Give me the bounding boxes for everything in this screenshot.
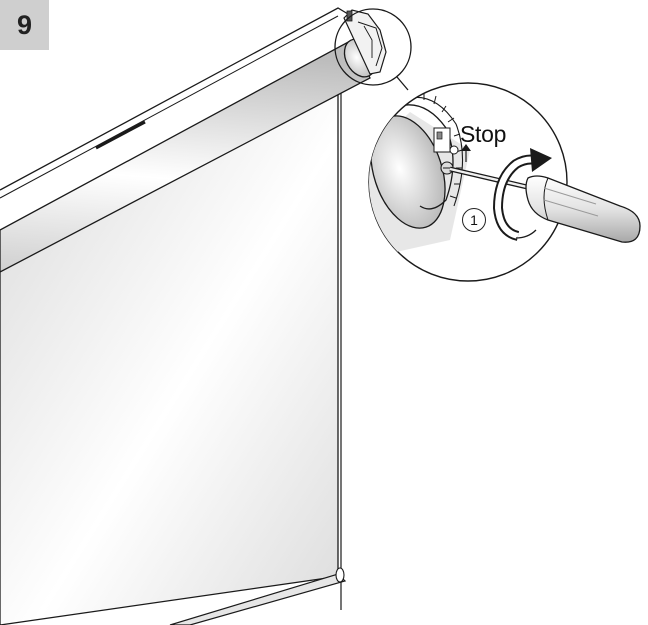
- end-bracket: [343, 9, 387, 75]
- mounting-rail: [0, 7, 349, 199]
- callout-marker: [334, 8, 412, 91]
- bottom-bar: [169, 567, 347, 625]
- screwdriver-icon: [449, 166, 641, 243]
- curved-arrow-icon: [492, 148, 552, 241]
- stop-label: Stop: [460, 121, 507, 147]
- step-number: 9: [16, 9, 33, 40]
- callout-number-marker: 1: [462, 208, 486, 232]
- stop-arrow-icon: [461, 144, 471, 162]
- step-number-badge: 9: [0, 0, 49, 50]
